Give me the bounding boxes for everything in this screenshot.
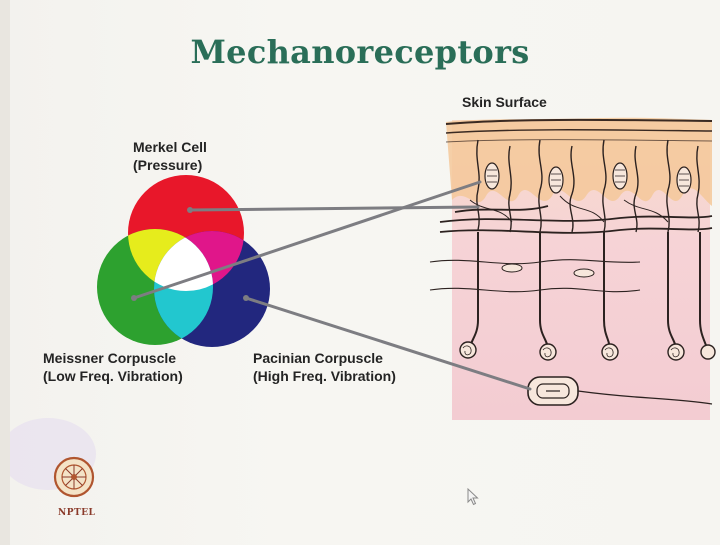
- pacinian-corpuscle: [528, 377, 578, 405]
- meissner-role: (Low Freq. Vibration): [43, 367, 183, 385]
- meissner-corpuscle-label: Meissner Corpuscle (Low Freq. Vibration): [43, 349, 183, 385]
- skin-surface-label: Skin Surface: [462, 93, 547, 111]
- pacinian-corpuscle-label: Pacinian Corpuscle (High Freq. Vibration…: [253, 349, 396, 385]
- mouse-pointer-icon: [467, 488, 481, 506]
- nptel-logo-icon: [52, 452, 96, 508]
- meissner-name: Meissner Corpuscle: [43, 349, 183, 367]
- merkel-name: Merkel Cell: [133, 138, 207, 156]
- nptel-logo-text: NPTEL: [58, 508, 95, 518]
- pacinian-name: Pacinian Corpuscle: [253, 349, 396, 367]
- merkel-cell-label: Merkel Cell (Pressure): [133, 138, 207, 174]
- pacinian-role: (High Freq. Vibration): [253, 367, 396, 385]
- skin-cross-section: [430, 118, 715, 420]
- merkel-role: (Pressure): [133, 156, 207, 174]
